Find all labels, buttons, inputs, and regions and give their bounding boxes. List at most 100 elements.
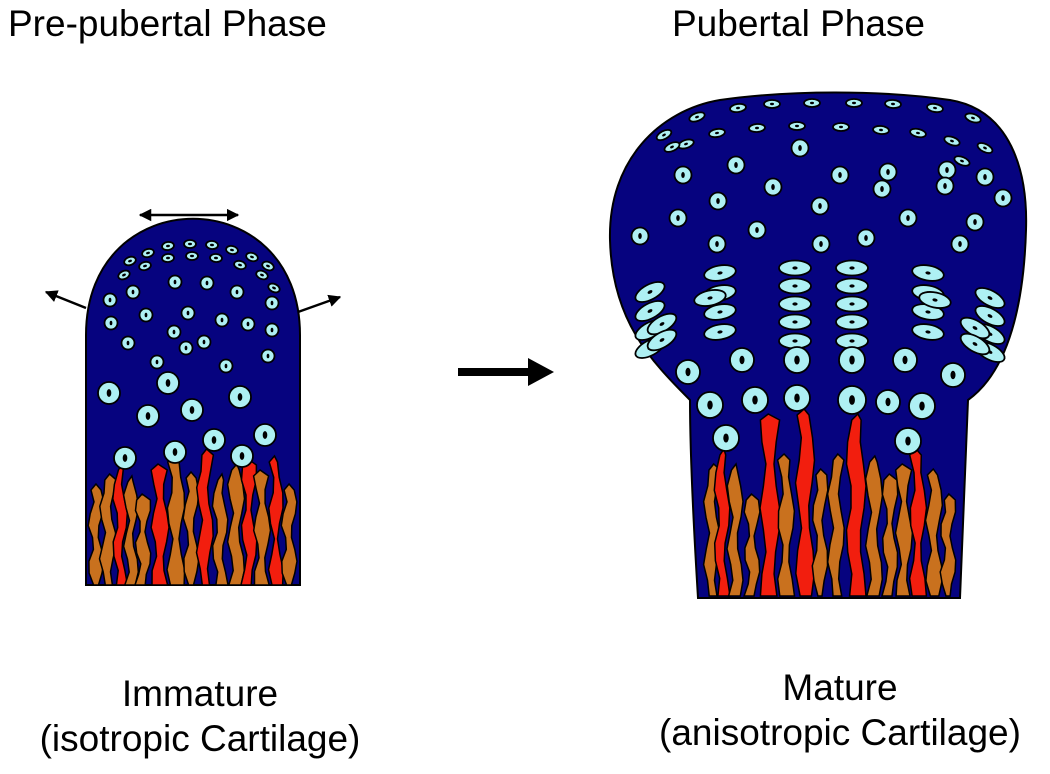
vessel-strand (759, 413, 781, 597)
chondrocyte-cell (975, 167, 995, 187)
chondrocyte-cell (838, 346, 866, 374)
chondrocyte-cell (878, 162, 898, 182)
vessel-strand (924, 467, 944, 597)
chondrocyte-cell (253, 423, 277, 447)
vessel-strand (150, 463, 170, 586)
chondrocyte-cell (835, 295, 869, 313)
chondrocyte-cell (245, 251, 259, 263)
chondrocyte-cell (783, 346, 811, 374)
chondrocyte-cell (167, 274, 183, 290)
chondrocyte-cell (845, 98, 863, 108)
chondrocyte-cell (209, 253, 223, 263)
chondrocyte-cell (199, 275, 215, 291)
chondrocyte-cell (229, 284, 245, 300)
chondrocyte-cell (892, 347, 918, 373)
transition-arrow (458, 358, 554, 386)
chondrocyte-cell (696, 391, 724, 419)
immature-caption-line2: (isotropic Cartilage) (39, 718, 361, 759)
chondrocyte-cell (748, 123, 766, 133)
chondrocyte-cell (202, 428, 226, 452)
chondrocyte-cell (898, 208, 918, 228)
immature-caption-line1: Immature (121, 673, 279, 714)
chondrocyte-cell (783, 384, 811, 412)
chondrocyte-cell (974, 287, 1006, 309)
right-outward-arrow (297, 294, 342, 314)
vessel-strand (776, 452, 796, 597)
vessel-strand (195, 447, 215, 586)
chondrocyte-cell (911, 264, 945, 282)
vessel-strand (133, 492, 152, 586)
mature-caption-line2: (anisotropic Cartilage) (659, 712, 1021, 753)
chondrocyte-cell (663, 141, 681, 153)
chondrocyte-cell (180, 398, 204, 422)
chondrocyte-cell (646, 328, 678, 352)
chondrocyte-cell (703, 303, 737, 321)
chondrocyte-cell (113, 446, 137, 470)
chondrocyte-cell (911, 323, 945, 341)
chondrocyte-cell (125, 284, 141, 300)
vessel-strand (280, 482, 298, 586)
chondrocyte-cell (935, 176, 955, 196)
chondrocyte-cell (180, 305, 196, 321)
chondrocyte-cell (856, 228, 876, 248)
chondrocyte-cell (260, 348, 276, 364)
chondrocyte-cell (726, 155, 746, 175)
vessel-strand (826, 452, 845, 597)
chondrocyte-cell (837, 385, 867, 415)
chondrocyte-cell (138, 307, 154, 323)
chondrocyte-cell (102, 292, 118, 308)
chondrocyte-cell (163, 440, 187, 464)
chondrocyte-cell (778, 313, 812, 331)
vessel-strand (845, 412, 867, 597)
vessel-strand (166, 454, 186, 586)
chondrocyte-cell (708, 191, 728, 211)
chondrocyte-cell (228, 385, 252, 409)
chondrocyte-cell (832, 122, 850, 132)
vessel-strand (713, 447, 731, 597)
chondrocyte-cell (103, 315, 119, 331)
left-outward-arrow (44, 290, 87, 310)
chondrocyte-cell (729, 102, 747, 114)
chondrocyte-cell (778, 295, 812, 313)
chondrocyte-cell (693, 289, 727, 307)
chondrocyte-cell (630, 226, 650, 246)
chondrocyte-cell (835, 277, 869, 295)
chondrocyte-cell (778, 277, 812, 295)
chondrocyte-cell (763, 99, 781, 109)
chondrocyte-cell (835, 332, 869, 350)
chondrocyte-cell (97, 381, 121, 405)
chondrocyte-cell (875, 389, 901, 415)
chondrocyte-cell (634, 281, 666, 303)
vessel-strand (726, 462, 744, 597)
vessel-strand (794, 407, 816, 597)
chondrocyte-cell (964, 112, 982, 124)
chondrocyte-cell (141, 247, 155, 259)
chondrocyte-cell (225, 244, 239, 256)
chondrocyte-cell (950, 234, 970, 254)
chondrocyte-cell (161, 241, 175, 251)
chondrocyte-cell (894, 427, 922, 455)
vessel-strand (98, 472, 118, 586)
mature-chondrocytes (630, 98, 1013, 455)
chondrocyte-cell (267, 282, 281, 294)
vessel-strand (240, 458, 258, 586)
immature-caption: Immature (isotropic Cartilage) (0, 671, 400, 761)
chondrocyte-cell (149, 354, 165, 370)
chondrocyte-cell (261, 260, 275, 272)
chondrocyte-cell (872, 125, 890, 135)
chondrocyte-cell (183, 239, 197, 249)
chondrocyte-cell (918, 291, 952, 309)
chondrocyte-cell (233, 259, 247, 271)
chondrocyte-cell (707, 234, 727, 254)
chondrocyte-cell (196, 334, 212, 350)
mature-caption: Mature (anisotropic Cartilage) (630, 665, 1050, 755)
immature-chondrocytes (97, 239, 281, 470)
chondrocyte-cell (959, 332, 991, 356)
chondrocyte-cell (668, 208, 688, 228)
vessel-strand (894, 463, 914, 597)
chondrocyte-cell (136, 404, 160, 428)
chondrocyte-cell (218, 358, 234, 374)
chondrocyte-cell (264, 295, 280, 311)
chondrocyte-cell (634, 300, 666, 322)
